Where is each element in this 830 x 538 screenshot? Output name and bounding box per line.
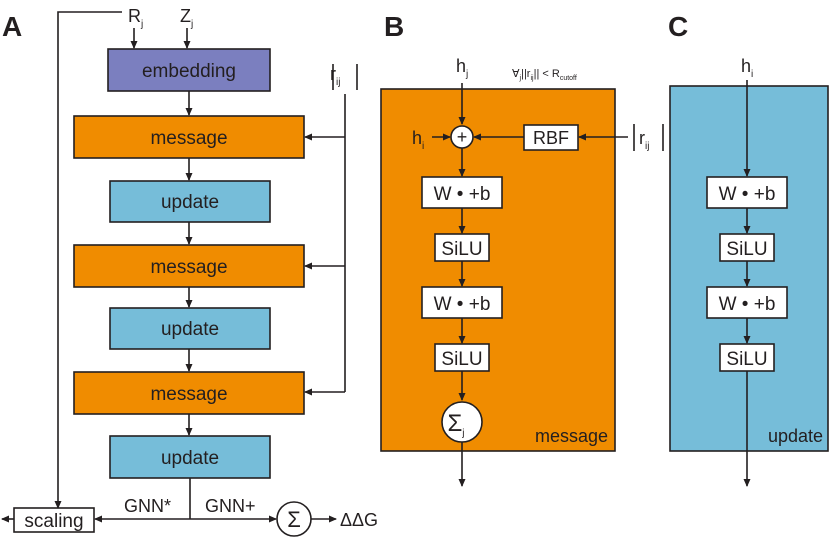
message-block-1 <box>73 115 305 159</box>
rij-label-b: rij <box>639 128 649 152</box>
panel-c-label: C <box>668 11 688 42</box>
silu-block-c1 <box>719 233 775 262</box>
silu-label-c2: SiLU <box>726 349 767 370</box>
silu-label-b2: SiLU <box>441 349 482 370</box>
input-r-label: Rj <box>128 6 143 30</box>
rij-input-label: rij <box>330 64 340 88</box>
message-label-3: message <box>150 384 227 405</box>
embedding-block <box>107 48 271 92</box>
input-z-label: Zj <box>180 6 193 30</box>
hj-label: hj <box>456 56 468 80</box>
silu-block-b2 <box>434 343 490 372</box>
linear-block-b1 <box>421 176 503 209</box>
update-label-3: update <box>161 448 219 469</box>
gnn-plus-label: GNN+ <box>205 496 256 516</box>
update-block-2 <box>109 307 271 350</box>
rij-abs-bars <box>332 64 358 90</box>
gnn-star-label: GNN* <box>124 496 171 516</box>
update-label-1: update <box>161 192 219 213</box>
scaling-block <box>13 507 95 533</box>
update-panel-name: update <box>768 426 823 446</box>
message-label-1: message <box>150 128 227 149</box>
silu-block-b1 <box>434 233 490 262</box>
silu-label-b1: SiLU <box>441 239 482 260</box>
update-block-1 <box>109 180 271 223</box>
panel-b-label: B <box>384 11 404 42</box>
embedding-label: embedding <box>142 61 236 82</box>
update-panel-background <box>669 85 829 452</box>
sum-j-symbol: Σj <box>447 410 464 439</box>
update-block-3 <box>109 435 271 479</box>
plus-symbol: + <box>457 127 468 147</box>
linear-label-c2: W • +b <box>719 294 776 315</box>
silu-label-c1: SiLU <box>726 239 767 260</box>
linear-label-b1: W • +b <box>434 184 491 205</box>
cutoff-condition-label: ∀j||rij|| < Rcutoff <box>512 68 577 82</box>
linear-label-b2: W • +b <box>434 294 491 315</box>
scaling-label: scaling <box>24 511 83 532</box>
linear-block-c2 <box>706 286 788 319</box>
update-label-2: update <box>161 319 219 340</box>
rbf-label: RBF <box>533 128 569 148</box>
output-label: ΔΔG <box>340 510 378 530</box>
panel-a-label: A <box>2 11 22 42</box>
linear-label-c1: W • +b <box>719 184 776 205</box>
rij-abs-bars-b <box>633 124 664 151</box>
hi-label-c: hi <box>741 56 753 80</box>
linear-block-c1 <box>706 176 788 209</box>
message-label-2: message <box>150 257 227 278</box>
skip-connection-line <box>54 11 122 509</box>
message-block-3 <box>73 371 305 415</box>
message-panel-name: message <box>535 426 608 446</box>
sum-symbol: Σ <box>287 507 301 532</box>
message-block-2 <box>73 244 305 288</box>
hi-label-b: hi <box>412 128 424 152</box>
